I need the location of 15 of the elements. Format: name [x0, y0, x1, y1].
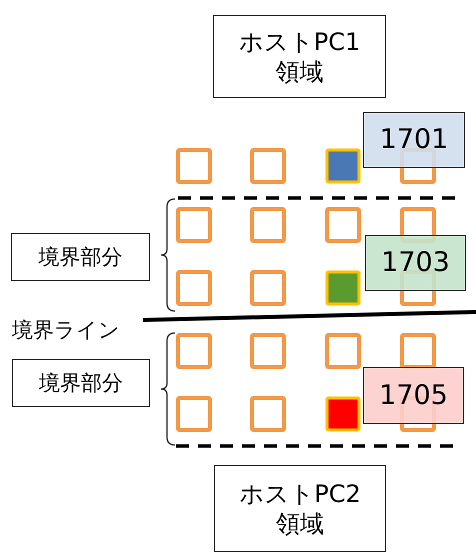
- box-label: ホストPC1領域: [238, 26, 362, 86]
- host-area-box: [214, 465, 386, 552]
- box-label: 1703: [381, 246, 450, 280]
- box-label: 境界部分: [39, 370, 123, 396]
- id-tag-box: [363, 112, 465, 168]
- box-label: 1701: [380, 123, 448, 157]
- boundary-part-box: [11, 233, 150, 281]
- id-tag-box: [365, 235, 466, 291]
- boundary-line-label: 境界ライン: [12, 317, 120, 344]
- host-area-box: [213, 15, 386, 98]
- boundary-part-box: [12, 359, 150, 407]
- box-label: ホストPC2領域: [238, 478, 362, 538]
- box-label: 1705: [379, 378, 448, 412]
- id-tag-box: [363, 367, 464, 424]
- box-label: 境界部分: [38, 244, 122, 270]
